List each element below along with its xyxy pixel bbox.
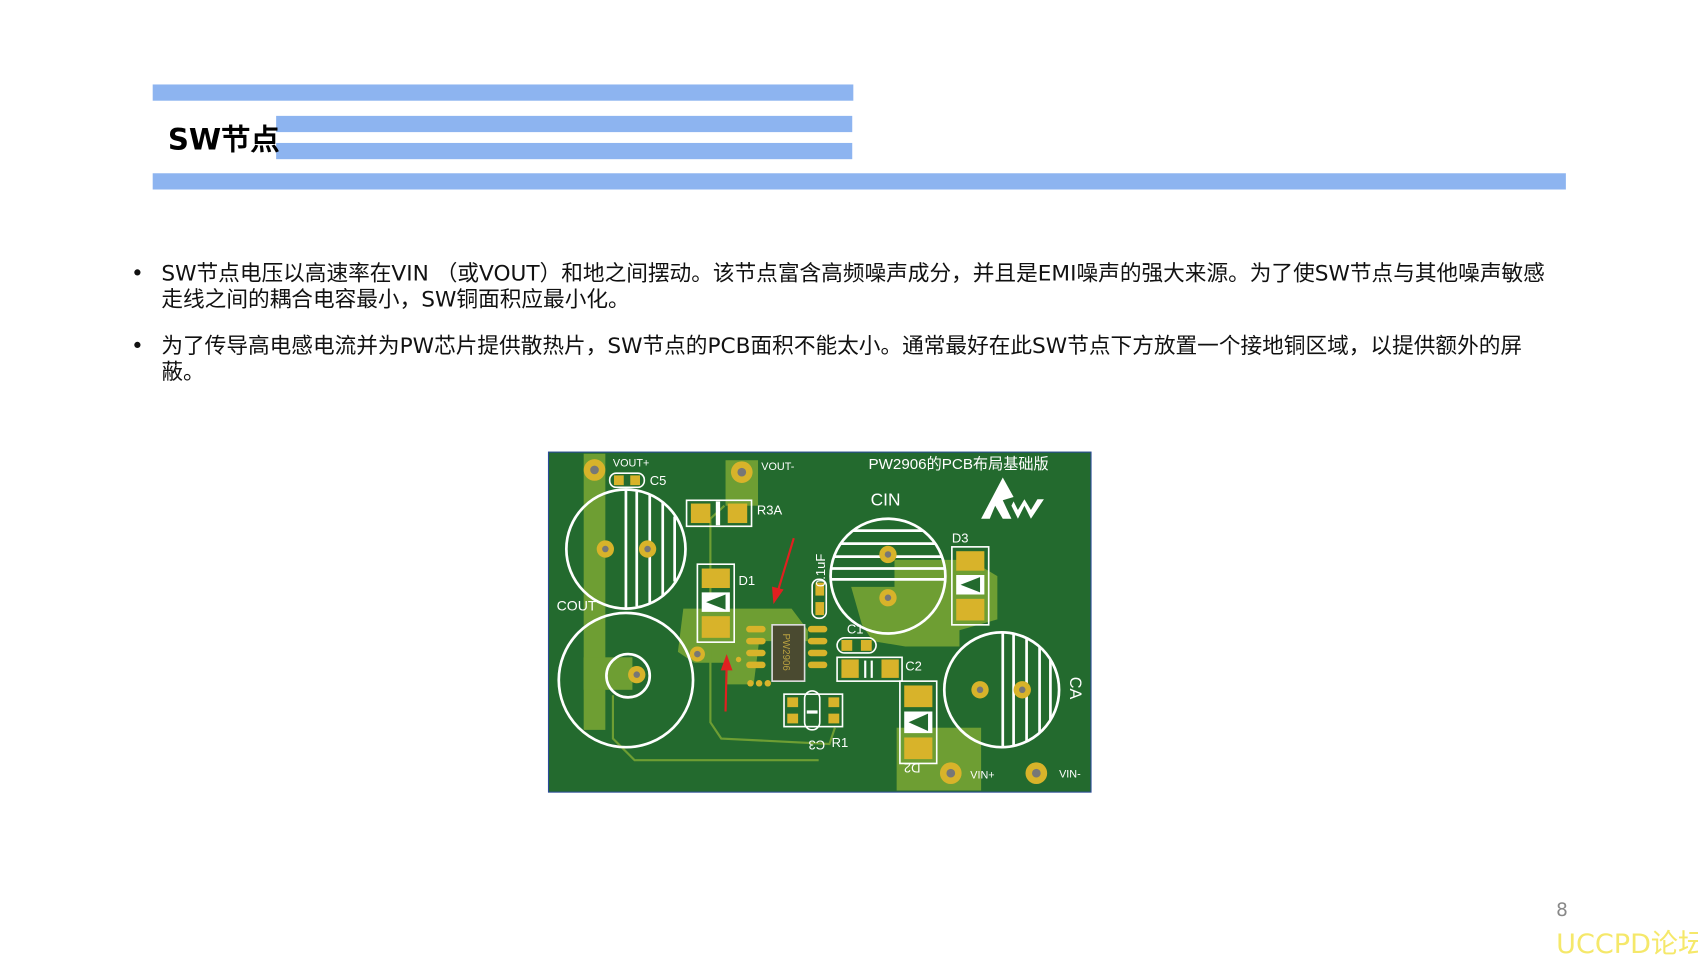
label-cout: COUT xyxy=(557,598,597,614)
ic-pw2906: PW2906 xyxy=(735,624,828,687)
diode-d3 xyxy=(951,546,990,626)
label-cin: CIN xyxy=(871,490,901,510)
label-ca: CA xyxy=(1066,677,1084,700)
capacitor-c5 xyxy=(608,472,646,489)
header-decoration-bar xyxy=(276,142,853,160)
label-vin-minus: VIN- xyxy=(1059,769,1081,781)
label-d1: D1 xyxy=(739,573,756,588)
label-c2: C2 xyxy=(905,658,922,673)
pw-logo-icon xyxy=(981,477,1044,519)
chip-label: PW2906 xyxy=(780,633,791,670)
label-d2: D2 xyxy=(904,760,921,775)
slide-title: SW节点 xyxy=(167,123,280,158)
label-r1: R1 xyxy=(832,735,849,750)
capacitor-0.1uf xyxy=(811,578,828,620)
label-r3a: R3A xyxy=(757,502,783,517)
watermark: UCCPD论坛 xyxy=(1556,928,1698,955)
bullet-dot: • xyxy=(131,259,144,286)
header-decoration-bar xyxy=(276,115,853,133)
label-d3: D3 xyxy=(952,531,969,546)
bullet-text: 为了传导高电感电流并为PW芯片提供散热片，SW节点的PCB面积不能太小。通常最好… xyxy=(161,332,1523,385)
label-c5: C5 xyxy=(650,473,667,488)
capacitor-ca xyxy=(942,631,1061,749)
bullet-text: SW节点电压以高速率在VIN （或VOUT）和地之间摆动。该节点富含高频噪声成分… xyxy=(161,259,1545,312)
header-divider-bar xyxy=(152,173,1566,190)
red-arrow-icon xyxy=(720,654,733,712)
capacitor-cout-top xyxy=(565,488,687,610)
label-vin-plus: VIN+ xyxy=(970,770,994,782)
label-cap-value: 0.1uF xyxy=(813,554,828,587)
page-number: 8 xyxy=(1556,899,1568,922)
label-c1: C1 xyxy=(847,621,864,636)
header-decoration-bar xyxy=(152,84,854,101)
capacitor-c1 xyxy=(836,637,877,654)
terminal-pads xyxy=(583,459,1048,785)
traces xyxy=(611,504,836,762)
bullet-dot: • xyxy=(131,332,144,359)
pcb-title: PW2906的PCB布局基础版 xyxy=(868,456,1048,473)
label-vout-minus: VOUT- xyxy=(761,461,794,473)
capacitor-cin xyxy=(829,517,947,635)
pcb-layout-image: PW2906 xyxy=(547,451,1092,793)
diode-d2 xyxy=(899,680,938,765)
resistor-r1-capacitor-c3 xyxy=(783,690,844,731)
red-arrow-icon xyxy=(771,537,795,605)
diode-d1 xyxy=(696,563,736,643)
label-vout-plus: VOUT+ xyxy=(613,458,649,470)
label-c3: C3 xyxy=(809,738,826,753)
capacitor-cout xyxy=(557,611,695,749)
capacitor-c2 xyxy=(836,656,903,682)
resistor-r3a xyxy=(685,499,753,528)
